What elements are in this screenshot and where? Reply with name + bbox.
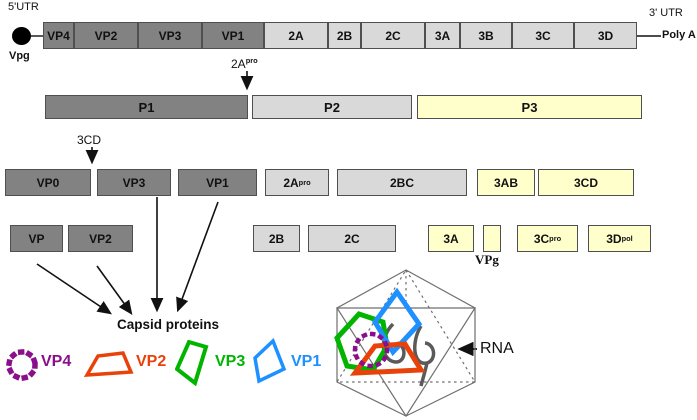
intermediate-2bc: 2BC xyxy=(337,169,467,196)
genome-segment-vp3: VP3 xyxy=(138,22,202,49)
capsid-vp1-shape xyxy=(372,287,423,357)
product-2c: 2C xyxy=(308,225,396,252)
genome-segment-2a: 2A xyxy=(264,22,328,49)
genome-segment-3d: 3D xyxy=(574,22,637,49)
product-3dpol-sup: pol xyxy=(621,234,633,243)
intermediate-vp1: VP1 xyxy=(178,169,257,196)
vp1-wedge-icon xyxy=(253,338,287,384)
intermediate-3cd: 3CD xyxy=(538,169,634,196)
vpg-circle-icon xyxy=(12,27,31,45)
capsid-vp4-shape xyxy=(352,331,390,369)
utr5-label: 5'UTR xyxy=(8,1,39,13)
capsid-proteins-caption: Capsid proteins xyxy=(117,317,220,332)
rna-label: RNA xyxy=(480,340,514,357)
product-vpg-box xyxy=(483,225,501,252)
cleavage-2apro-label: 2Apro xyxy=(231,56,258,71)
genome-segment-vp2: VP2 xyxy=(74,22,138,49)
legend-vp2-label: VP2 xyxy=(136,353,167,370)
virion-capsid-drawing xyxy=(334,268,477,418)
intermediate-2apro-sup: pro xyxy=(298,178,311,187)
intermediate-3ab: 3AB xyxy=(477,169,535,196)
vpg-label: Vpg xyxy=(9,50,30,62)
product-vpg-label: VPg xyxy=(475,252,499,267)
intermediate-2apro-base: 2A xyxy=(283,175,299,190)
rna-squiggle-2 xyxy=(413,325,436,387)
intermediate-vp0: VP0 xyxy=(5,169,91,196)
product-3dpol-base: 3D xyxy=(606,231,622,246)
capsid-arrow-vp xyxy=(36,263,112,315)
genome-segment-3a: 3A xyxy=(425,22,460,49)
product-3a: 3A xyxy=(428,225,474,252)
intermediate-vp3: VP3 xyxy=(97,169,171,196)
utr3-label: 3' UTR xyxy=(649,7,683,19)
polya-label: Poly A xyxy=(662,29,696,41)
product-vp2: VP2 xyxy=(68,225,133,252)
legend-vp4-label: VP4 xyxy=(41,353,72,370)
vp2-trapezoid-icon xyxy=(83,351,134,377)
vp3-wedge-icon xyxy=(175,340,209,386)
vp4-dotted-circle-icon xyxy=(6,349,38,381)
genome-segment-3c: 3C xyxy=(512,22,574,49)
legend-vp3-label: VP3 xyxy=(215,353,246,370)
genome-segment-2c: 2C xyxy=(361,22,425,49)
product-vp: VP xyxy=(10,225,63,252)
cleavage-3cd-label: 3CD xyxy=(77,133,102,147)
polyprotein-p3: P3 xyxy=(417,95,642,119)
polyprotein-p2: P2 xyxy=(252,95,412,119)
product-3cpro-base: 3C xyxy=(533,231,550,246)
product-3cpro-sup: pro xyxy=(549,234,562,243)
capsid-vp2-shape xyxy=(349,341,426,376)
product-2b: 2B xyxy=(253,225,300,252)
genome-segment-vp1: VP1 xyxy=(202,22,264,49)
genome-segment-3b: 3B xyxy=(460,22,512,49)
legend-vp1-label: VP1 xyxy=(291,353,322,370)
polyprotein-p1: P1 xyxy=(45,95,248,119)
genome-segment-2b: 2B xyxy=(328,22,361,49)
genome-segment-vp4: VP4 xyxy=(43,22,74,49)
cleavage-2apro-sup: pro xyxy=(245,56,258,65)
capsid-arrow-vp1 xyxy=(176,201,219,313)
capsid-arrow-vp2 xyxy=(96,265,133,315)
cleavage-2apro-base: 2A xyxy=(231,57,246,71)
